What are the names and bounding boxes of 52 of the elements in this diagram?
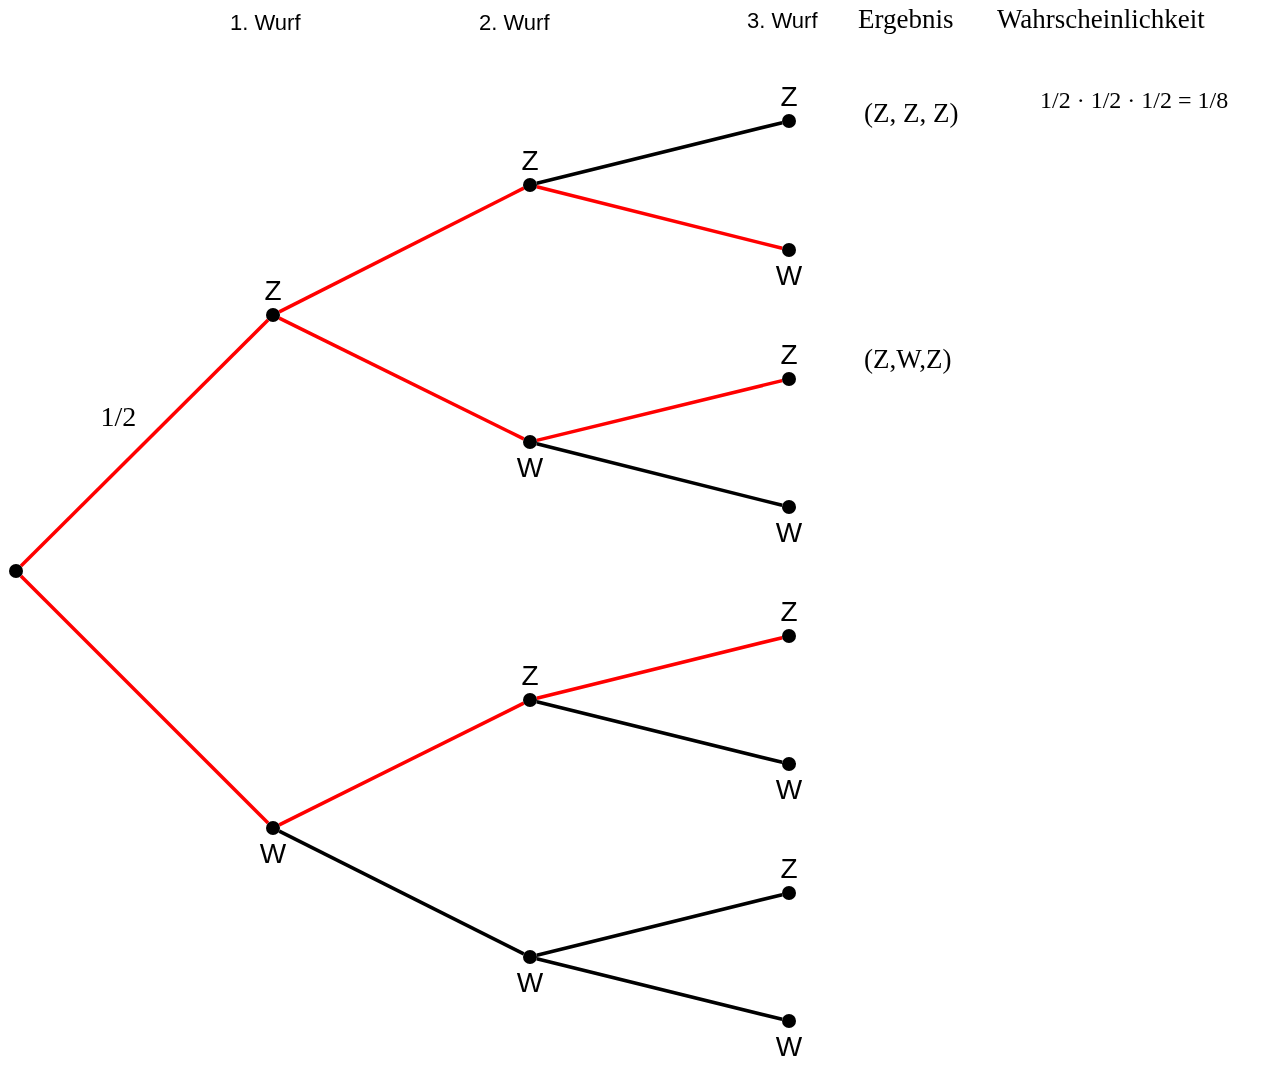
node-dot	[782, 114, 796, 128]
tree-branch	[536, 700, 783, 764]
node-dot	[782, 1014, 796, 1028]
outcome-label: Z	[779, 598, 799, 626]
node-dot	[266, 308, 280, 322]
outcome-label: Z	[779, 855, 799, 883]
tree-branch	[536, 185, 783, 250]
probability-formula: 1/2 · 1/2 · 1/2 = 1/8	[1040, 88, 1229, 112]
node-dot	[523, 950, 537, 964]
node-dot	[266, 821, 280, 835]
outcome-label: W	[774, 776, 804, 804]
outcome-tuple: (Z, Z, Z)	[864, 100, 959, 127]
outcome-label: W	[774, 1033, 804, 1061]
column-heading: 1. Wurf	[230, 12, 301, 34]
node-dot	[523, 435, 537, 449]
node-dot	[782, 886, 796, 900]
outcome-label: Z	[779, 341, 799, 369]
tree-branch	[278, 186, 525, 314]
outcome-label: Z	[520, 147, 540, 175]
tree-branch	[278, 316, 525, 441]
tree-branch	[278, 829, 525, 956]
outcome-label: W	[774, 519, 804, 547]
column-heading: Wahrscheinlichkeit	[997, 6, 1205, 33]
outcome-label: Z	[779, 83, 799, 111]
outcome-label: W	[515, 969, 545, 997]
column-heading: 2. Wurf	[479, 12, 550, 34]
tree-branch	[536, 442, 783, 507]
node-dot	[782, 500, 796, 514]
tree-branch	[536, 893, 783, 957]
edge-label: 1/2	[100, 403, 137, 431]
tree-branch	[536, 378, 783, 443]
node-dot	[523, 693, 537, 707]
node-dot	[523, 178, 537, 192]
outcome-label: W	[774, 262, 804, 290]
tree-branch	[19, 574, 270, 825]
outcome-tuple: (Z,W,Z)	[864, 346, 952, 373]
outcome-label: Z	[263, 277, 283, 305]
tree-branch	[19, 318, 270, 568]
outcome-label: W	[258, 840, 288, 868]
tree-branch	[536, 957, 783, 1021]
column-heading: Ergebnis	[858, 6, 954, 33]
column-heading: 3. Wurf	[747, 10, 818, 32]
outcome-label: Z	[520, 662, 540, 690]
tree-branch	[536, 121, 783, 185]
node-dot	[9, 564, 23, 578]
node-dot	[782, 757, 796, 771]
outcome-label: W	[515, 454, 545, 482]
tree-branch	[536, 636, 783, 700]
tree-branch	[278, 701, 525, 827]
node-dot	[782, 372, 796, 386]
node-dot	[782, 629, 796, 643]
node-dot	[782, 243, 796, 257]
